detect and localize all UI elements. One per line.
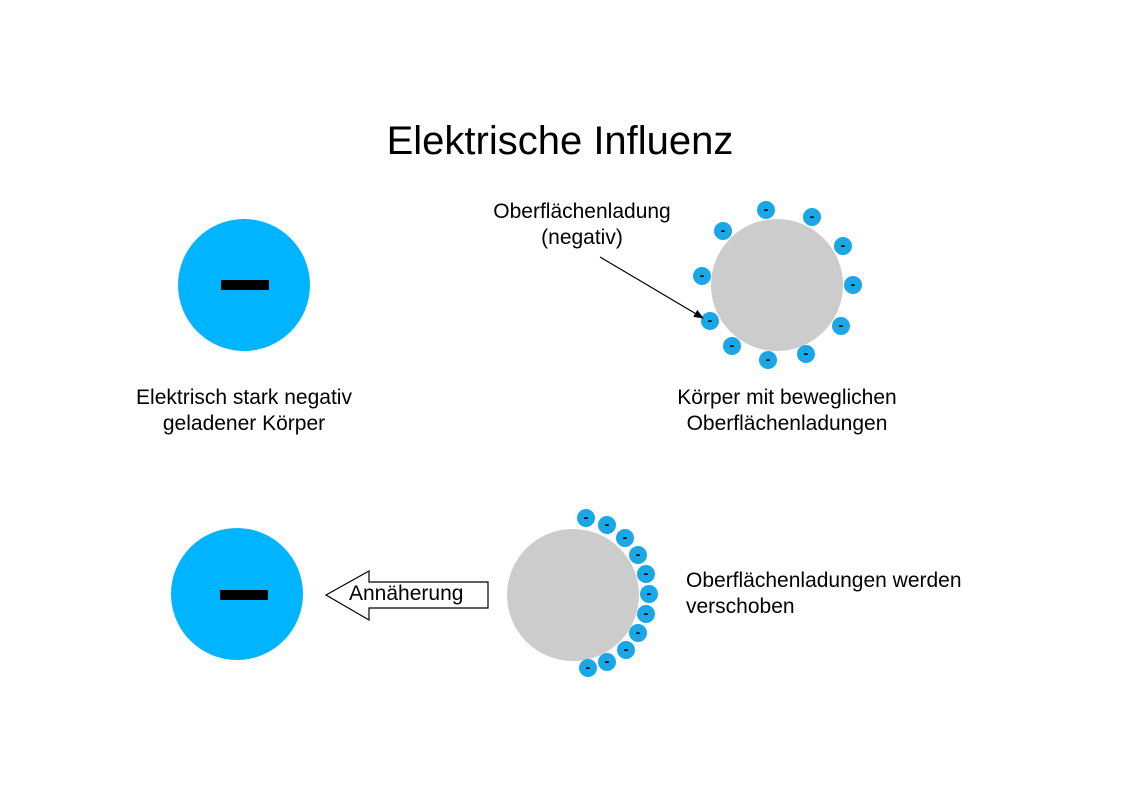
charge-sign: - xyxy=(624,641,629,657)
charge-sign: - xyxy=(700,267,705,283)
charge-sign: - xyxy=(721,222,726,238)
charge-dot xyxy=(693,267,711,285)
neutral-body-top xyxy=(711,219,843,351)
caption-line: Oberflächenladungen werden xyxy=(686,569,962,592)
charge-dot xyxy=(701,312,719,330)
charge-dot xyxy=(629,546,647,564)
charge-dot xyxy=(579,659,597,677)
charge-dot xyxy=(598,516,616,534)
charge-sign: - xyxy=(764,201,769,217)
callout-arrow xyxy=(599,256,704,319)
charge-dot xyxy=(629,624,647,642)
charge-dot xyxy=(598,653,616,671)
caption-charged-body: Elektrisch stark negativ geladener Körpe… xyxy=(94,385,394,437)
charge-sign: - xyxy=(605,516,610,532)
charge-sign: - xyxy=(623,529,628,545)
caption-neutral-body: Körper mit beweglichen Oberflächenladung… xyxy=(637,385,937,437)
charged-body-bottom xyxy=(171,528,303,660)
charge-dot xyxy=(617,641,635,659)
charge-sign: - xyxy=(851,276,856,292)
charge-sign: - xyxy=(644,605,649,621)
charge-dot xyxy=(723,337,741,355)
caption-line: geladener Körper xyxy=(162,412,326,435)
charge-sign: - xyxy=(841,237,846,253)
caption-line: Oberflächenladungen xyxy=(686,412,888,435)
callout-line: (negativ) xyxy=(541,226,623,249)
caption-line: verschoben xyxy=(686,595,795,618)
surface-charges-top: - - - - - - - - - - - xyxy=(693,201,862,369)
charge-dot xyxy=(757,201,775,219)
charge-sign: - xyxy=(586,659,591,675)
charge-dot xyxy=(834,237,852,255)
charge-sign: - xyxy=(839,317,844,333)
charge-dot xyxy=(803,208,821,226)
charge-sign: - xyxy=(708,312,713,328)
charge-dot xyxy=(797,345,815,363)
caption-line: Körper mit beweglichen xyxy=(677,386,897,409)
charge-dot xyxy=(640,585,658,603)
charge-dot xyxy=(844,276,862,294)
charge-sign: - xyxy=(730,337,735,353)
charge-dot xyxy=(616,529,634,547)
charge-sign: - xyxy=(584,509,589,525)
caption-line: Elektrisch stark negativ xyxy=(136,386,352,409)
charged-body-top xyxy=(178,219,310,351)
charge-dot xyxy=(832,317,850,335)
charge-dot xyxy=(637,605,655,623)
approach-label: Annäherung xyxy=(349,582,464,605)
charge-dot xyxy=(714,222,732,240)
charge-sign: - xyxy=(804,345,809,361)
charge-sign: - xyxy=(810,208,815,224)
charge-sign: - xyxy=(636,624,641,640)
surface-charges-bottom: ----------- xyxy=(577,509,658,677)
charge-sign: - xyxy=(766,351,771,367)
charge-dot xyxy=(577,509,595,527)
callout-surface-charge: Oberflächenladung (negativ) xyxy=(462,199,702,251)
neutral-body-bottom xyxy=(507,529,639,661)
charge-sign: - xyxy=(605,653,610,669)
callout-line: Oberflächenladung xyxy=(493,200,671,223)
charge-sign: - xyxy=(636,546,641,562)
caption-shifted-charges: Oberflächenladungen werden verschoben xyxy=(686,568,962,620)
minus-sign xyxy=(221,280,269,290)
charge-sign: - xyxy=(644,565,649,581)
minus-sign xyxy=(220,590,268,600)
charge-dot xyxy=(637,565,655,583)
approach-arrow xyxy=(324,569,489,622)
charge-dot xyxy=(759,351,777,369)
page-title: Elektrische Influenz xyxy=(386,119,734,163)
charge-sign: - xyxy=(647,585,652,601)
